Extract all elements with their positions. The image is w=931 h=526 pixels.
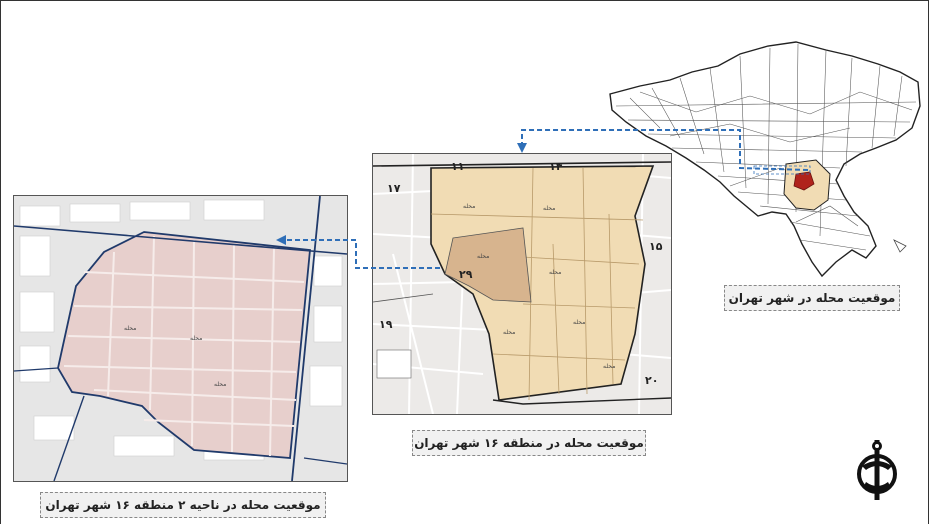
svg-text:محله: محله bbox=[190, 335, 202, 342]
district-boundary bbox=[57, 231, 311, 459]
region-number-14: ۱۴ bbox=[549, 160, 563, 173]
region-number-19: ۱۹ bbox=[379, 318, 393, 331]
connector-region-to-district bbox=[286, 239, 440, 269]
organization-emblem-icon bbox=[852, 436, 902, 502]
region-number-20: ۲۰ bbox=[645, 374, 658, 387]
svg-text:محله: محله bbox=[477, 253, 489, 260]
region-number-17: ۱۷ bbox=[387, 182, 401, 195]
caption-district-2: موقعیت محله در ناحیه ۲ منطقه ۱۶ شهر تهرا… bbox=[40, 492, 326, 518]
district-2-map: محله محله محله bbox=[13, 195, 348, 482]
region-16-boundary bbox=[430, 165, 655, 401]
region-number-15: ۱۵ bbox=[649, 240, 663, 253]
svg-text:محله: محله bbox=[124, 325, 136, 332]
tehran-city-map bbox=[600, 36, 925, 280]
svg-text:محله: محله bbox=[549, 269, 561, 276]
svg-text:محله: محله bbox=[573, 319, 585, 326]
connector-tehran-to-region bbox=[521, 129, 809, 171]
neighborhood-29-area bbox=[444, 227, 532, 303]
svg-text:محله: محله bbox=[214, 381, 226, 388]
svg-text:محله: محله bbox=[543, 205, 555, 212]
caption-tehran: موقعیت محله در شهر تهران bbox=[724, 285, 900, 311]
svg-text:محله: محله bbox=[503, 329, 515, 336]
tehran-outline bbox=[609, 41, 921, 278]
region-number-11: ۱۱ bbox=[451, 160, 464, 173]
svg-text:محله: محله bbox=[603, 363, 615, 370]
neighborhood-highlight bbox=[793, 171, 815, 191]
neighborhood-number-29: ۲۹ bbox=[459, 268, 473, 281]
region-16-map: محله محله محله محله محله محله محله ۱۱ ۱۴… bbox=[372, 153, 672, 415]
caption-region-16: موقعیت محله در منطقه ۱۶ شهر تهران bbox=[412, 430, 646, 456]
svg-text:محله: محله bbox=[463, 203, 475, 210]
